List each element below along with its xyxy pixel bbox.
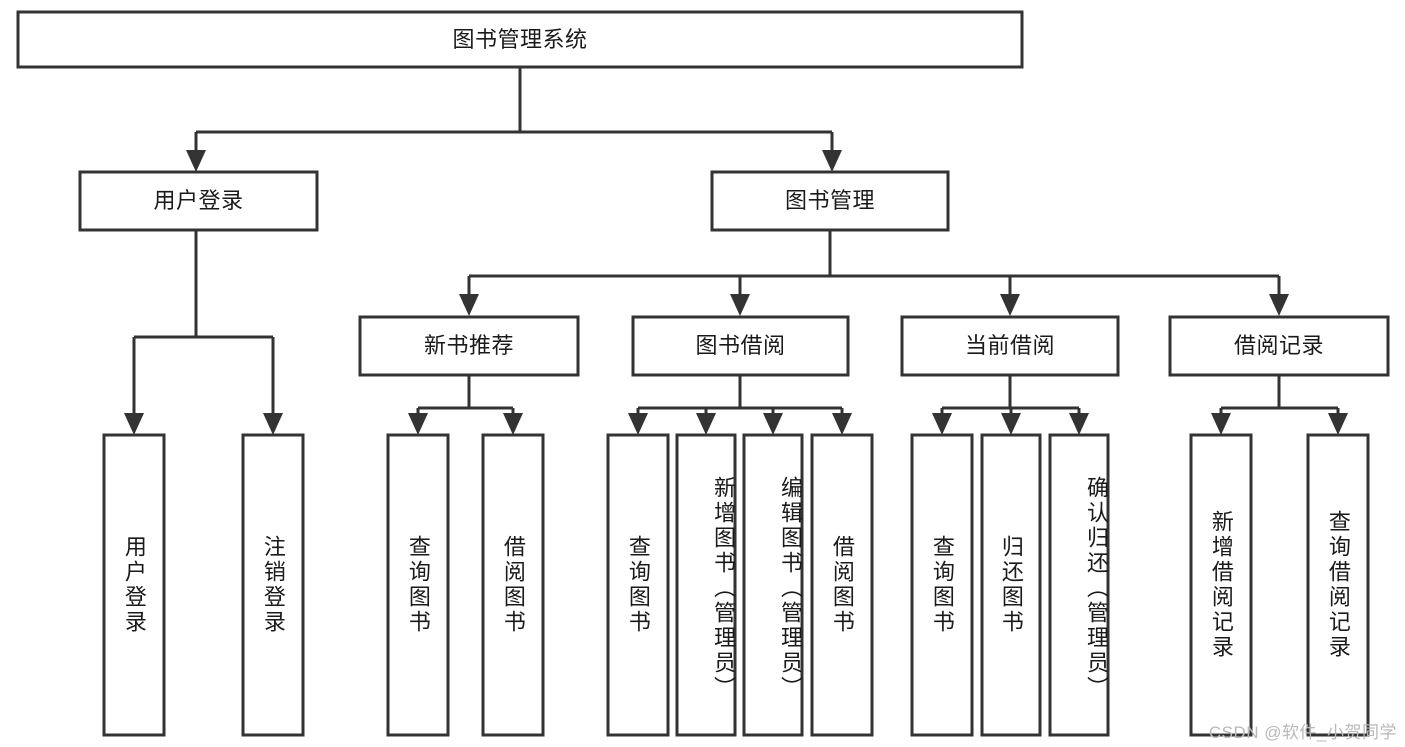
- leaf-box[interactable]: [675, 433, 737, 737]
- node-book-manage[interactable]: [710, 170, 950, 232]
- connector-userlogin-to-leaves: [124, 230, 283, 435]
- leaf-box[interactable]: [810, 433, 874, 737]
- node-book-borrow[interactable]: [631, 315, 850, 377]
- connector-currentborrow-to-leaves: [932, 375, 1089, 435]
- leaf-box[interactable]: [481, 433, 545, 737]
- leaf-box[interactable]: [102, 433, 166, 737]
- leaf-box[interactable]: [910, 433, 974, 737]
- leaf-box[interactable]: [1189, 433, 1253, 737]
- connector-borrowrecord-to-leaves: [1211, 375, 1348, 435]
- leaf-box[interactable]: [742, 433, 804, 737]
- leaf-box[interactable]: [1306, 433, 1370, 737]
- connector-newbook-to-leaves: [408, 375, 523, 435]
- connector-bookmanage-to-level3: [459, 230, 1289, 316]
- leaf-box[interactable]: [1048, 433, 1110, 737]
- leaf-box[interactable]: [980, 433, 1042, 737]
- node-borrow-record[interactable]: [1168, 315, 1390, 377]
- node-user-login[interactable]: [78, 170, 319, 232]
- node-new-book-recommend[interactable]: [358, 315, 580, 377]
- leaf-box[interactable]: [241, 433, 305, 737]
- leaf-box[interactable]: [386, 433, 450, 737]
- node-root[interactable]: [16, 10, 1024, 69]
- connector-root-to-level2: [186, 67, 842, 172]
- leaf-box[interactable]: [606, 433, 670, 737]
- node-current-borrow[interactable]: [900, 315, 1120, 377]
- connector-bookborrow-to-leaves: [628, 375, 852, 435]
- watermark-text: CSDN @软件_小贺同学: [1208, 723, 1397, 742]
